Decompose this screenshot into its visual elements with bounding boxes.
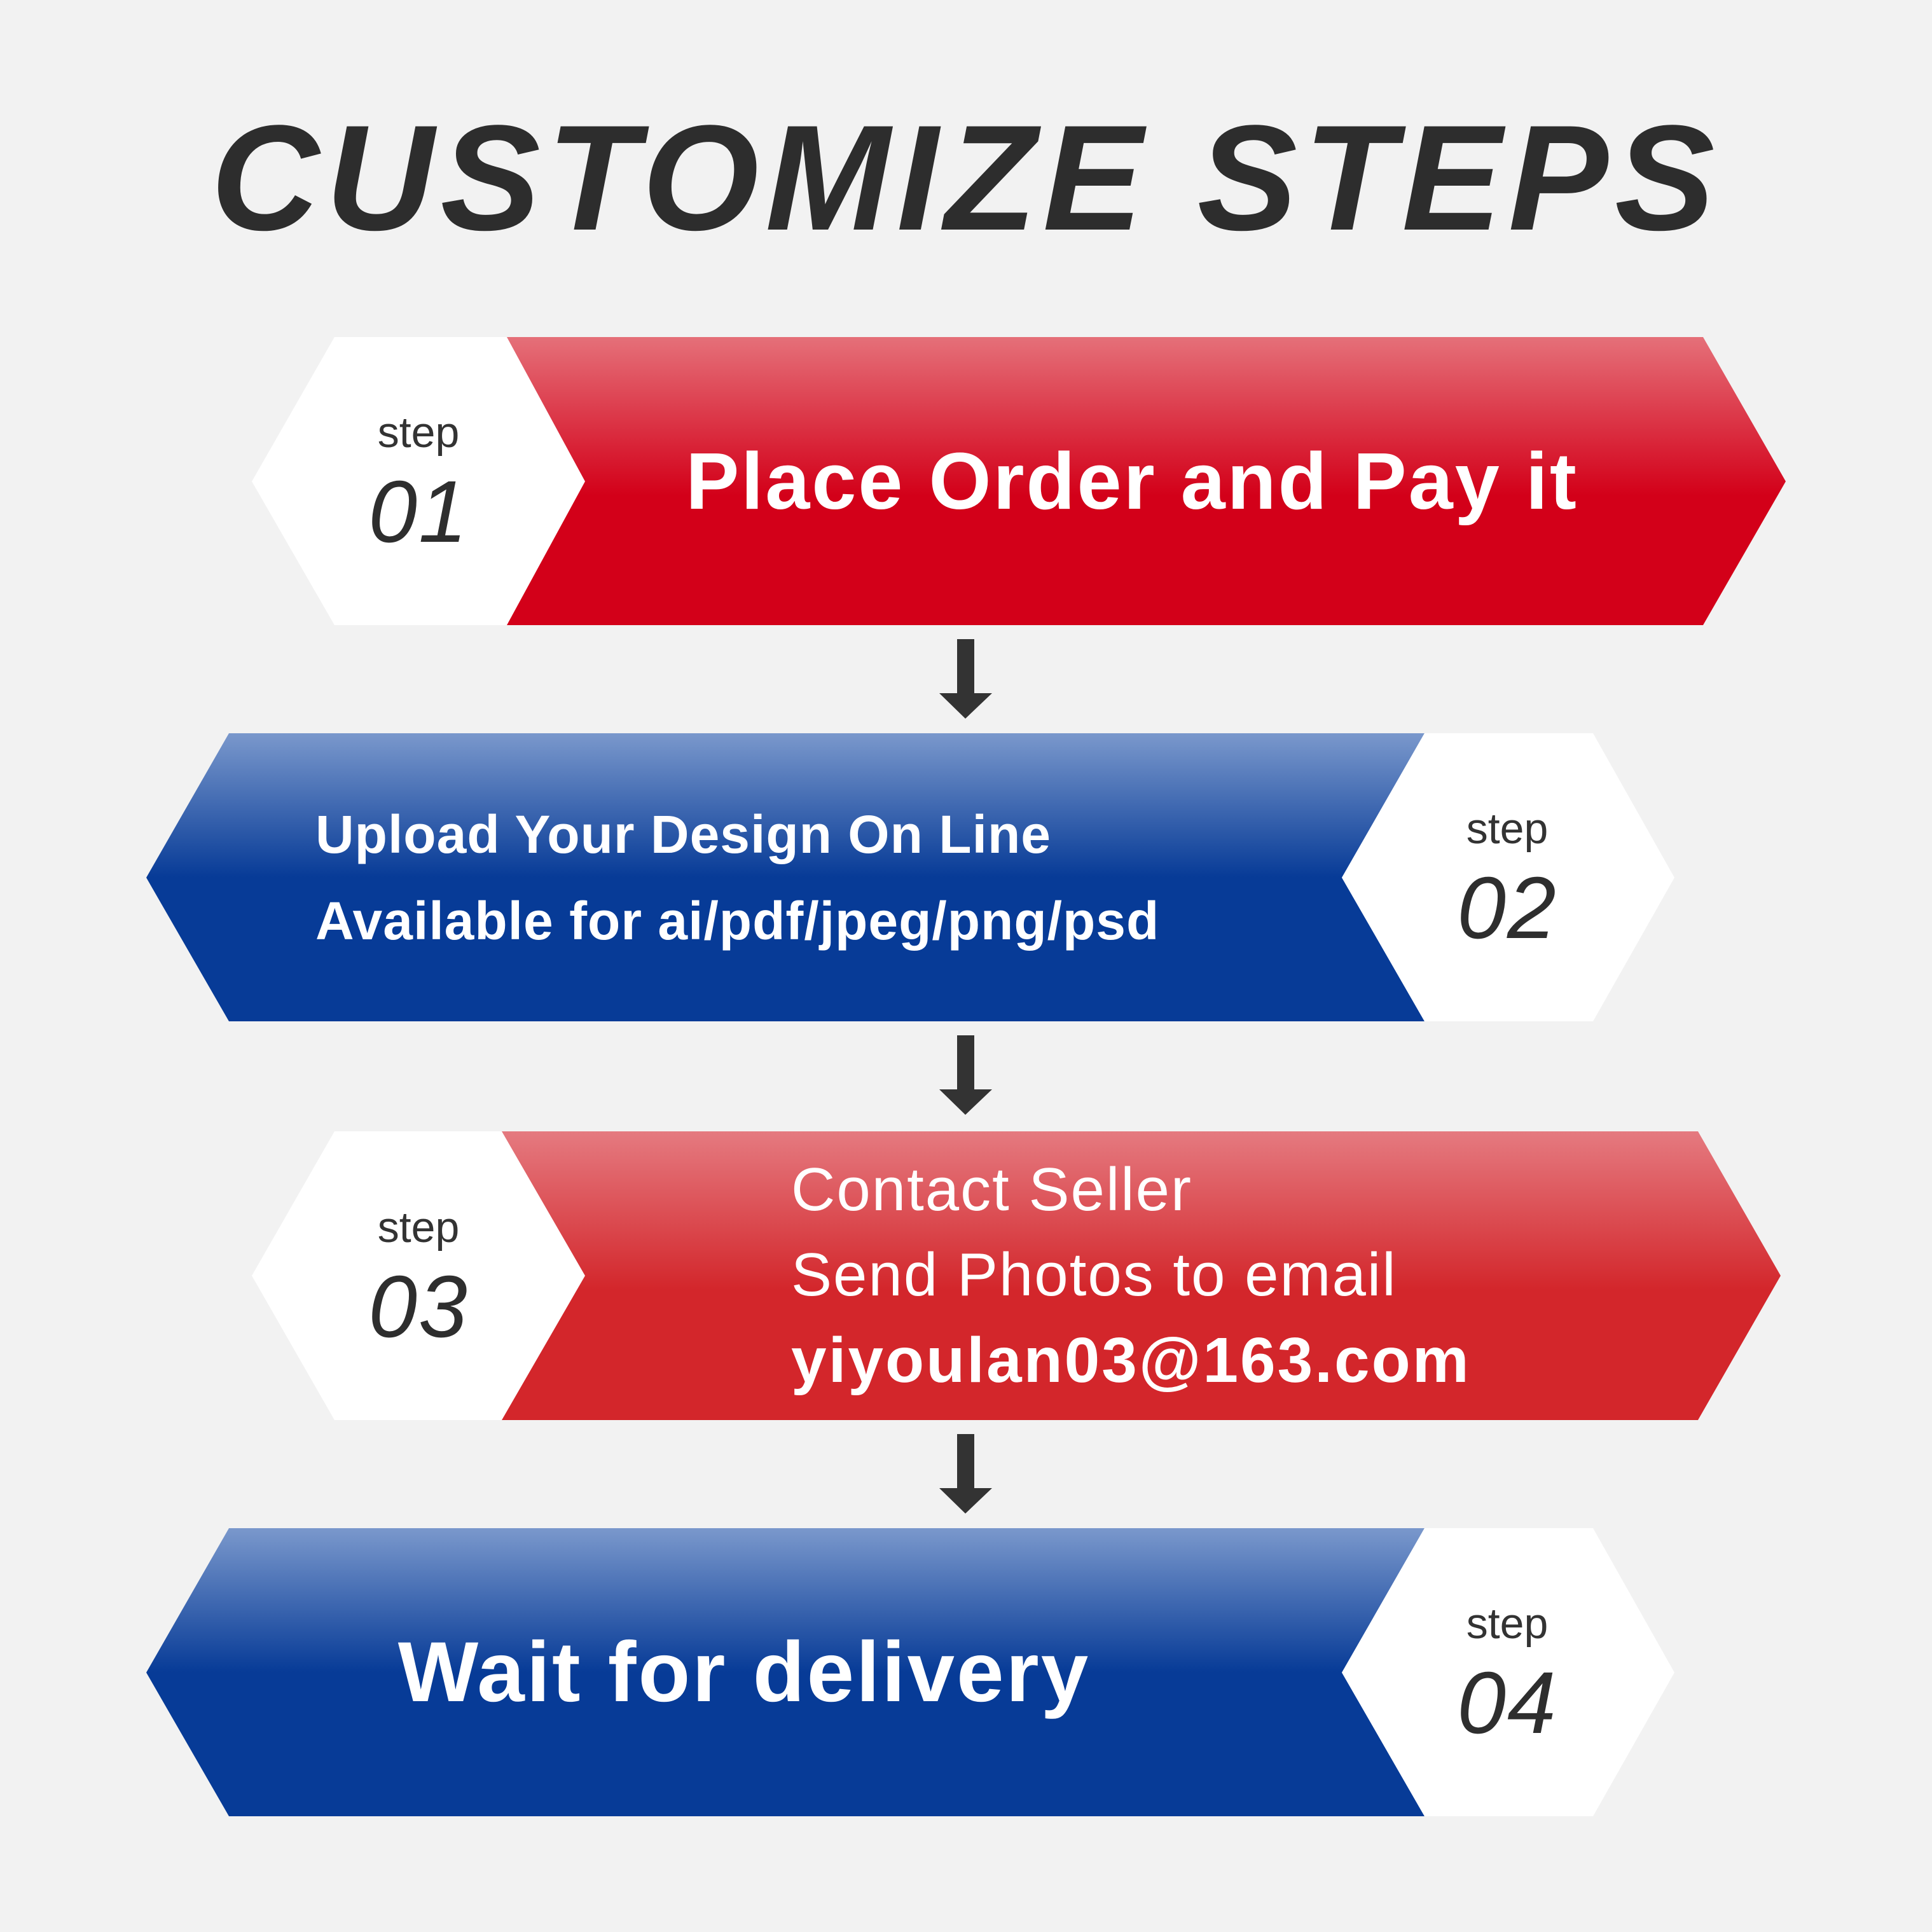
step-04-line-1: Wait for delivery (397, 1624, 1091, 1720)
step-02-hexagon (1342, 733, 1674, 1021)
down-arrow-3 (939, 1434, 992, 1514)
step-01-banner (507, 337, 1786, 625)
step-03-email: yiyoulan03@163.com (791, 1325, 1471, 1396)
step-04-hexagon (1342, 1528, 1674, 1816)
step-02-number: 02 (1457, 859, 1557, 957)
step-01-label: step (377, 408, 460, 457)
step-03-line-2: Send Photos to email (791, 1241, 1397, 1309)
step-01-group (252, 337, 1786, 625)
step-02-line-2: Available for ai/pdf/jpeg/png/psd (315, 891, 1160, 951)
step-02-banner (146, 733, 1425, 1021)
step-03-text: Contact Seller Send Photos to email yiyo… (791, 1138, 1669, 1412)
step-03-group (252, 1131, 1781, 1420)
step-03-label: step (377, 1203, 460, 1252)
step-02-text: Upload Your Design On Line Available for… (315, 763, 1320, 992)
step-01-line-1: Place Order and Pay it (686, 436, 1578, 526)
step-03-hexagon (252, 1131, 585, 1420)
step-04-number: 04 (1457, 1654, 1557, 1752)
step-03-line-1: Contact Seller (791, 1156, 1192, 1224)
step-03-banner (502, 1131, 1781, 1420)
step-01-number: 01 (368, 463, 469, 561)
step-04-label: step (1466, 1599, 1549, 1648)
step-02-group (146, 733, 1674, 1021)
step-03-number: 03 (368, 1258, 469, 1356)
step-04-text: Wait for delivery (191, 1528, 1374, 1816)
step-02-line-1: Upload Your Design On Line (315, 804, 1051, 864)
step-01-text: Place Order and Pay it (585, 337, 1704, 625)
down-arrow-2 (939, 1035, 992, 1115)
step-01-hexagon (252, 337, 585, 625)
down-arrow-1 (939, 639, 992, 719)
page-title: CUSTOMIZE STEPS (210, 94, 1722, 262)
step-04-group (146, 1528, 1674, 1816)
step-02-label: step (1466, 804, 1549, 853)
step-04-banner (146, 1528, 1425, 1816)
